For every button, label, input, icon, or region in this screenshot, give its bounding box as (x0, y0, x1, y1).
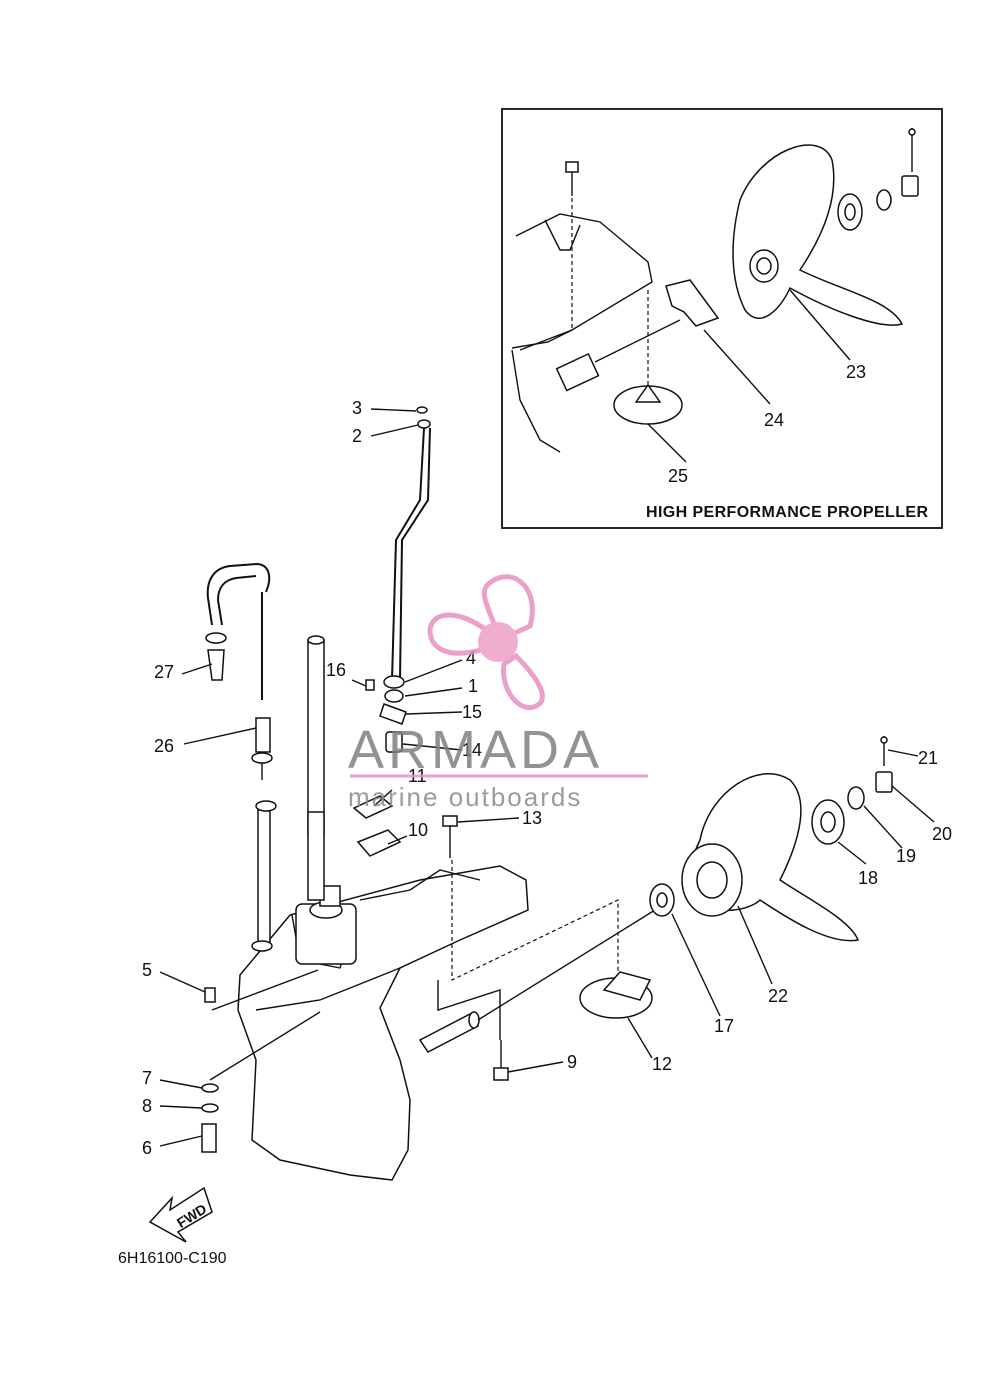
label-3: 3 (352, 398, 362, 418)
label-16: 16 (326, 660, 346, 680)
label-7: 7 (142, 1068, 152, 1088)
gearcase-assembly (201, 406, 893, 1181)
label-20: 20 (932, 824, 952, 844)
label-19: 19 (896, 846, 916, 866)
label-23: 23 (846, 362, 866, 382)
label-17: 17 (714, 1016, 734, 1036)
label-27: 27 (154, 662, 174, 682)
part-labels: 1 2 3 4 5 6 7 8 9 10 11 12 13 14 15 16 1… (142, 362, 952, 1158)
label-4: 4 (466, 648, 476, 668)
watermark-brand: ARMADA (348, 720, 603, 780)
fwd-arrow-icon: FWD (148, 1186, 213, 1243)
label-8: 8 (142, 1096, 152, 1116)
label-10: 10 (408, 820, 428, 840)
label-25: 25 (668, 466, 688, 486)
label-2: 2 (352, 426, 362, 446)
label-1: 1 (468, 676, 478, 696)
high-performance-propeller-inset (501, 108, 943, 529)
label-15: 15 (462, 702, 482, 722)
armada-logo-propeller-icon (427, 574, 545, 711)
label-18: 18 (858, 868, 878, 888)
label-13: 13 (522, 808, 542, 828)
label-12: 12 (652, 1054, 672, 1074)
label-14: 14 (462, 740, 482, 760)
armada-watermark: ARMADA marine outboards (348, 574, 648, 812)
label-26: 26 (154, 736, 174, 756)
inset-title: HIGH PERFORMANCE PROPELLER (646, 504, 928, 521)
label-24: 24 (764, 410, 784, 430)
leader-lines (159, 408, 935, 1147)
label-9: 9 (567, 1052, 577, 1072)
watermark-tagline: marine outboards (348, 782, 582, 812)
label-5: 5 (142, 960, 152, 980)
drawing-code: 6H16100-C190 (118, 1250, 227, 1267)
label-6: 6 (142, 1138, 152, 1158)
label-22: 22 (768, 986, 788, 1006)
label-21: 21 (918, 748, 938, 768)
